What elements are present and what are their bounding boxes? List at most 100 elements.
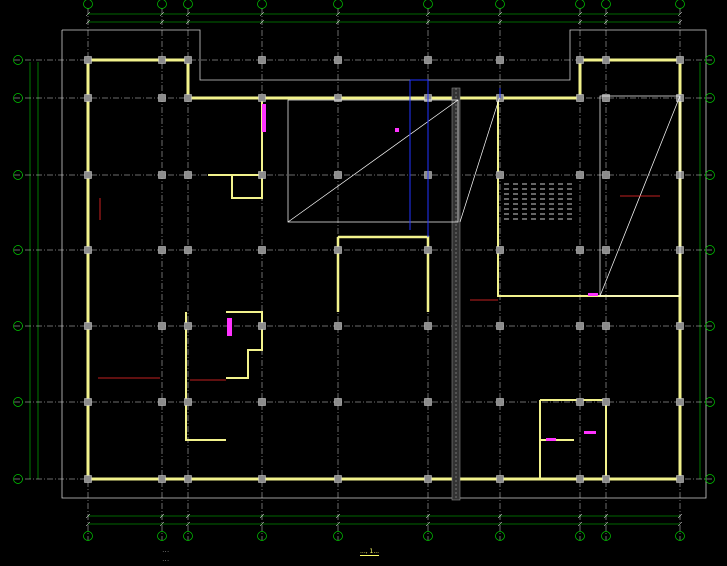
structural-column — [84, 475, 92, 483]
drawing-title: ..., 1... — [360, 548, 380, 556]
dimension-tick — [497, 521, 503, 527]
columns — [84, 56, 684, 483]
dimension-tick — [497, 11, 503, 17]
axis-bubble — [495, 0, 505, 9]
structural-column — [602, 475, 610, 483]
axis-bubble — [601, 0, 611, 9]
axis-bubble — [13, 55, 23, 65]
axis-bubble — [705, 93, 715, 103]
dimension-tick — [425, 513, 431, 519]
axis-bubble — [13, 170, 23, 180]
axis-bubble — [675, 531, 685, 541]
dimension-tick — [335, 19, 341, 25]
axis-bubble — [705, 321, 715, 331]
axis-bubble — [183, 0, 193, 9]
structural-column — [334, 94, 342, 102]
structural-column — [576, 56, 584, 64]
dimension-tick — [159, 521, 165, 527]
structural-column — [184, 56, 192, 64]
dimension-tick — [335, 521, 341, 527]
dimension-tick — [159, 513, 165, 519]
axis-bubble — [157, 0, 167, 9]
structural-column — [676, 56, 684, 64]
axis-bubble — [575, 531, 585, 541]
dimension-tick — [85, 11, 91, 17]
axis-bubble — [13, 245, 23, 255]
structural-column — [158, 475, 166, 483]
axis-bubble — [705, 55, 715, 65]
structural-column — [334, 398, 342, 406]
dimension-tick — [335, 11, 341, 17]
structural-column — [496, 322, 504, 330]
dimension-tick — [159, 11, 165, 17]
dimension-tick — [425, 11, 431, 17]
structural-column — [184, 246, 192, 254]
dimension-tick — [425, 19, 431, 25]
structural-column — [496, 398, 504, 406]
structural-column — [184, 94, 192, 102]
dimension-tick — [85, 513, 91, 519]
structural-column — [334, 322, 342, 330]
structural-column — [602, 398, 610, 406]
structural-column — [602, 322, 610, 330]
axis-bubble — [13, 93, 23, 103]
structural-column — [602, 94, 610, 102]
structural-column — [158, 56, 166, 64]
structural-column — [158, 94, 166, 102]
structural-column — [334, 56, 342, 64]
dimension-tick — [259, 19, 265, 25]
axis-grid — [14, 8, 712, 540]
axis-bubble — [495, 531, 505, 541]
structural-column — [424, 322, 432, 330]
axis-bubble — [705, 397, 715, 407]
structural-column — [258, 475, 266, 483]
structural-column — [424, 246, 432, 254]
dimension-lines — [29, 13, 701, 525]
structural-column — [158, 171, 166, 179]
structural-column — [84, 322, 92, 330]
structural-column — [258, 171, 266, 179]
structural-column — [602, 56, 610, 64]
dimension-tick — [259, 521, 265, 527]
dimension-tick — [577, 521, 583, 527]
axis-bubble — [333, 0, 343, 9]
structural-column — [258, 94, 266, 102]
dimension-tick — [603, 513, 609, 519]
dimension-tick — [577, 11, 583, 17]
red-ducts — [98, 195, 660, 381]
axis-bubble — [705, 474, 715, 484]
axis-bubble — [705, 170, 715, 180]
dimension-tick — [603, 19, 609, 25]
dimension-tick — [677, 19, 683, 25]
structural-column — [158, 398, 166, 406]
dimension-tick — [577, 513, 583, 519]
axis-bubble — [423, 531, 433, 541]
structural-column — [184, 398, 192, 406]
blue-duct — [409, 79, 501, 237]
axis-bubbles — [13, 0, 715, 541]
dimension-ticks — [85, 11, 683, 527]
dimension-tick — [677, 521, 683, 527]
structural-column — [676, 398, 684, 406]
note-line-2: ... — [162, 557, 170, 562]
structural-column — [676, 322, 684, 330]
structural-column — [334, 246, 342, 254]
structural-column — [496, 56, 504, 64]
structural-column — [258, 56, 266, 64]
note-line-1: ... — [162, 548, 170, 553]
structural-column — [602, 246, 610, 254]
axis-bubble — [83, 531, 93, 541]
structural-column — [184, 171, 192, 179]
stair-treads — [504, 183, 572, 220]
axis-bubble — [423, 0, 433, 9]
dimension-tick — [259, 513, 265, 519]
structural-column — [602, 171, 610, 179]
structural-column — [334, 475, 342, 483]
axis-bubble — [333, 531, 343, 541]
structural-column — [576, 171, 584, 179]
structural-column — [576, 475, 584, 483]
exterior-boundary — [61, 29, 707, 499]
structural-column — [184, 475, 192, 483]
axis-bubble — [257, 531, 267, 541]
structural-column — [424, 475, 432, 483]
